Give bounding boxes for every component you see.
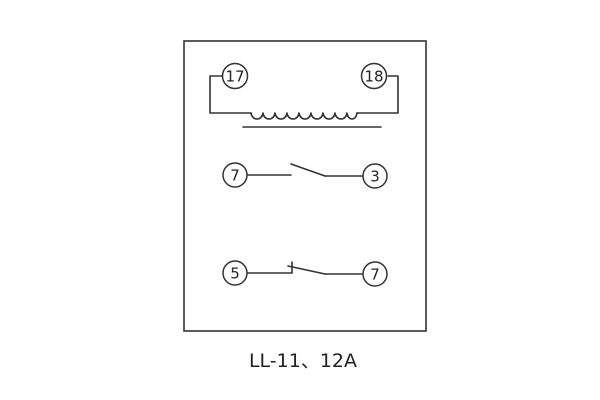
coil-winding	[250, 112, 358, 120]
terminal-3-label: 3	[370, 168, 380, 186]
terminal-7-upper: 7	[222, 162, 248, 188]
terminal-5-label: 5	[230, 265, 240, 283]
terminal-18: 18	[360, 62, 388, 90]
terminal-17-label: 17	[225, 68, 244, 86]
contact-normally-open: 7 3	[222, 162, 388, 189]
terminal-7-upper-ring	[222, 162, 248, 188]
coil-circuit: 17 18	[209, 62, 399, 128]
terminal-18-label: 18	[364, 68, 383, 86]
terminal-7-lower-ring	[362, 261, 388, 287]
coil-lead-left	[209, 75, 252, 114]
contact2-left-lead	[246, 261, 293, 274]
terminal-17-ring	[221, 62, 249, 90]
terminal-7-lower-label: 7	[370, 266, 380, 284]
terminal-7-lower: 7	[362, 261, 388, 287]
contact1-blade	[290, 163, 326, 177]
terminal-17: 17	[221, 62, 249, 90]
terminal-18-ring	[360, 62, 388, 90]
diagram-caption: LL-11、12A	[249, 350, 357, 372]
terminal-5-ring	[222, 260, 248, 286]
relay-enclosure	[183, 40, 427, 332]
terminal-3-ring	[362, 163, 388, 189]
contact2-blade	[287, 265, 326, 275]
terminal-3: 3	[362, 163, 388, 189]
coil-lead-right	[356, 75, 399, 114]
terminal-5: 5	[222, 260, 248, 286]
terminal-7-upper-label: 7	[230, 167, 240, 185]
contact-normally-closed: 5 7	[222, 260, 388, 287]
